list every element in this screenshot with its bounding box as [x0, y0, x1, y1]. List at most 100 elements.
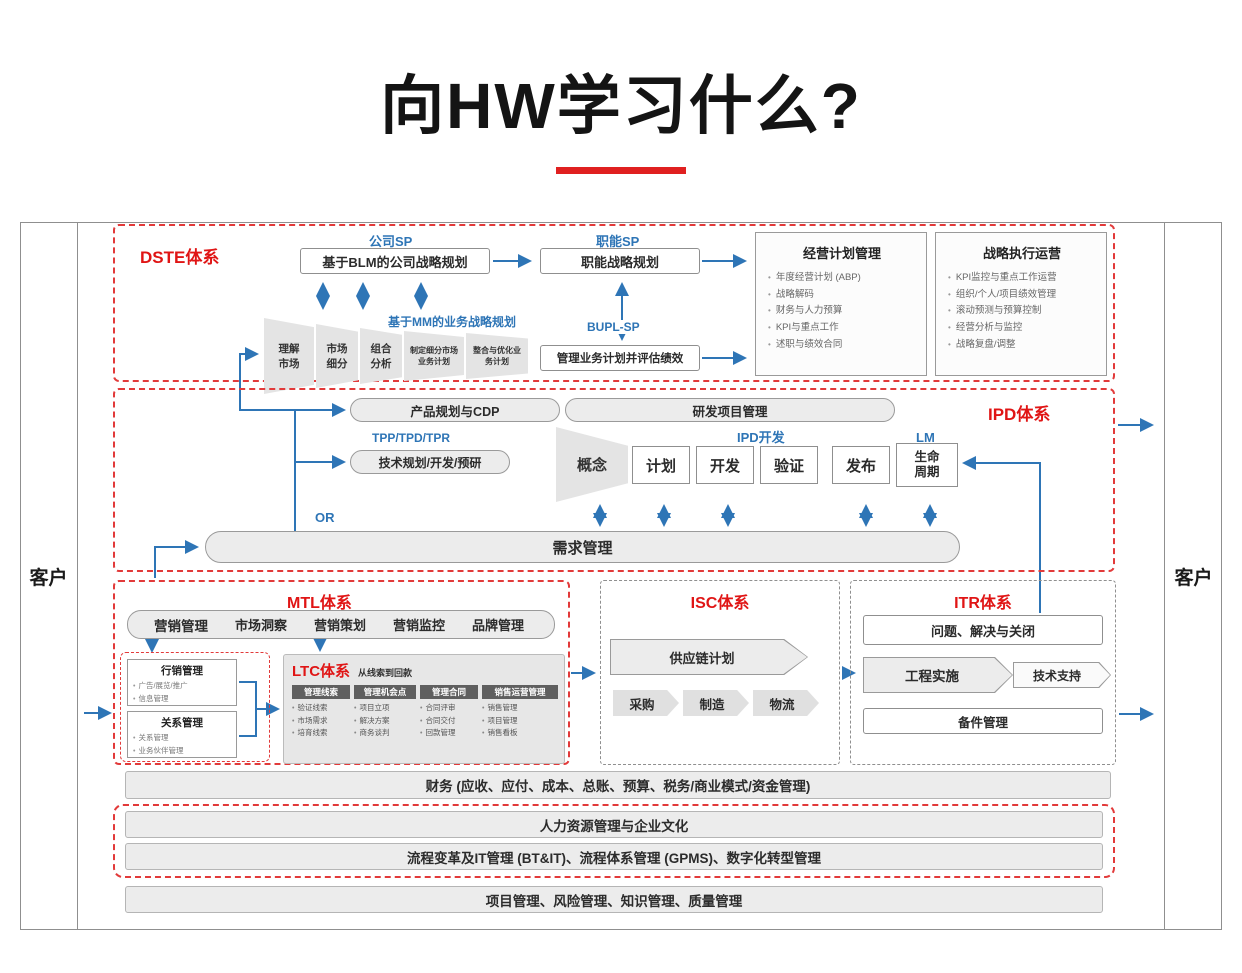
marketing-pill: 营销管理 市场洞察 营销策划 营销监控 品牌管理 [127, 610, 555, 639]
mtl-section [113, 580, 570, 765]
bupl-sp-label: BUPL-SP [584, 320, 643, 334]
spare-parts-box: 备件管理 [863, 708, 1103, 734]
engineering-arrow-fill [864, 658, 1012, 692]
stage-develop: 开发 [696, 446, 754, 484]
hr-bar: 人力资源管理与企业文化 [125, 811, 1103, 838]
title-underline [556, 167, 686, 174]
process-bar: 流程变革及IT管理 (BT&IT)、流程体系管理 (GPMS)、数字化转型管理 [125, 843, 1103, 870]
funnel-segment-segment-business-plan: 制定细分市场业务计划 [404, 331, 464, 381]
function-sp-label: 职能SP [596, 234, 640, 249]
bullet-item: 信息管理 [133, 693, 231, 706]
isc-label: ISC体系 [690, 595, 750, 612]
supply-plan-arrow-fill [611, 640, 807, 674]
function-strategy-box: 职能战略规划 [540, 248, 700, 274]
bullet-item: 项目立项 [354, 702, 416, 715]
ltc-panel: LTC体系 从线索到回款 管理线索 验证线索 市场需求 培育线索 管理机会点 项… [283, 654, 565, 764]
bullet-item: 业务伙伴管理 [133, 745, 231, 758]
company-sp-label: 公司SP [369, 234, 413, 249]
bullet-item: 回款管理 [420, 727, 478, 740]
manage-business-plan-box: 管理业务计划并评估绩效 [540, 345, 700, 371]
relation-mgmt-box: 关系管理 关系管理 业务伙伴管理 [127, 711, 237, 758]
ltc-columns: 管理线索 验证线索 市场需求 培育线索 管理机会点 项目立项 解决方案 商务谈判… [292, 685, 558, 740]
stage-release: 发布 [832, 446, 890, 484]
blm-strategy-box: 基于BLM的公司战略规划 [300, 248, 490, 274]
stage-lifecycle: 生命周期 [896, 443, 958, 487]
page-title: 向HW学习什么? [380, 70, 862, 142]
finance-bar: 财务 (应收、应付、成本、总账、预算、税务/商业模式/资金管理) [125, 771, 1111, 799]
chain-step-manufacturing: 制造 [683, 690, 749, 716]
bullet-item: 年度经营计划 (ABP) [768, 270, 916, 287]
bullet-item: 验证线索 [292, 702, 350, 715]
supply-plan-arrow: 供应链计划 [610, 639, 808, 675]
ltc-subtitle: 从线索到回款 [358, 668, 413, 678]
customer-right-label: 客户 [1174, 567, 1213, 589]
marketing-title: 营销管理 [154, 618, 208, 634]
marketing-item: 营销策划 [313, 618, 366, 633]
support-arrow: 技术支持 [1013, 662, 1111, 688]
bullet-item: 解决方案 [354, 715, 416, 728]
dste-label: DSTE体系 [140, 248, 220, 267]
bullet-item: 培育线索 [292, 727, 350, 740]
bullet-item: 合同评审 [420, 702, 478, 715]
bullet-item: 销售管理 [482, 702, 558, 715]
customer-right-column: 客户 [1164, 222, 1222, 930]
ltc-column-header: 管理线索 [292, 685, 350, 699]
project-bar: 项目管理、风险管理、知识管理、质量管理 [125, 886, 1103, 913]
ltc-column-sales-ops: 销售运营管理 销售管理 项目管理 销售看板 [482, 685, 558, 740]
chain-step-logistics: 物流 [753, 690, 819, 716]
rd-project-pill: 研发项目管理 [565, 398, 895, 422]
relation-mgmt-title: 关系管理 [161, 717, 203, 729]
dste-section [113, 224, 1115, 382]
field-mgmt-title: 行销管理 [161, 665, 203, 677]
itr-section [850, 580, 1116, 765]
ipd-dev-label: IPD开发 [737, 430, 785, 445]
ltc-label: LTC体系 [292, 663, 351, 680]
bullet-item: 组织/个人/项目绩效管理 [948, 287, 1096, 304]
engineering-label: 工程实施 [905, 669, 959, 684]
ltc-column-header: 管理合同 [420, 685, 478, 699]
mtl-label: MTL体系 [287, 595, 352, 612]
funnel-segment-understand-market: 理解市场 [264, 318, 314, 394]
customer-left-label: 客户 [29, 567, 68, 589]
exec-ops-title: 战略执行运营 [982, 246, 1061, 261]
exec-ops-panel: 战略执行运营 KPI监控与重点工作运营 组织/个人/项目绩效管理 滚动预测与预算… [935, 232, 1107, 376]
marketing-item: 品牌管理 [471, 618, 524, 633]
field-mgmt-box: 行销管理 广告/展览/推广 信息管理 [127, 659, 237, 706]
ltc-column-contract: 管理合同 合同评审 合同交付 回款管理 [420, 685, 478, 740]
lm-label: LM [916, 430, 935, 445]
marketing-item: 营销监控 [392, 618, 445, 633]
ltc-column-header: 销售运营管理 [482, 685, 558, 699]
or-label: OR [312, 510, 338, 525]
marketing-item: 市场洞察 [234, 618, 287, 633]
bullet-item: KPI与重点工作 [768, 320, 916, 337]
bullet-item: 战略解码 [768, 287, 916, 304]
support-arrow-fill [1014, 663, 1110, 687]
chain-step-procurement: 采购 [613, 690, 679, 716]
exec-ops-list: KPI监控与重点工作运营 组织/个人/项目绩效管理 滚动预测与预算控制 经营分析… [948, 270, 1096, 353]
itr-label: ITR体系 [954, 595, 1012, 612]
isc-section [600, 580, 840, 765]
plan-mgmt-panel: 经营计划管理 年度经营计划 (ABP) 战略解码 财务与人力预算 KPI与重点工… [755, 232, 927, 376]
bullet-item: 经营分析与监控 [948, 320, 1096, 337]
ltc-column-header: 管理机会点 [354, 685, 416, 699]
stage-verify: 验证 [760, 446, 818, 484]
customer-left-column: 客户 [20, 222, 78, 930]
ipd-section [113, 388, 1115, 572]
ltc-column-opportunity: 管理机会点 项目立项 解决方案 商务谈判 [354, 685, 416, 740]
bullet-item: 销售看板 [482, 727, 558, 740]
product-cdp-pill: 产品规划与CDP [350, 398, 560, 422]
supply-plan-label: 供应链计划 [669, 650, 735, 666]
funnel-segment-portfolio-analysis: 组合分析 [360, 328, 402, 384]
field-mgmt-list: 广告/展览/推广 信息管理 [133, 680, 231, 705]
bullet-item: 关系管理 [133, 732, 231, 745]
bullet-item: 财务与人力预算 [768, 303, 916, 320]
ltc-header: LTC体系 从线索到回款 [292, 660, 556, 681]
stage-plan: 计划 [632, 446, 690, 484]
field-relation-group [120, 652, 270, 762]
mm-strategy-label: 基于MM的业务战略规划 [388, 315, 516, 329]
bullet-item: KPI监控与重点工作运营 [948, 270, 1096, 287]
ltc-column-leads: 管理线索 验证线索 市场需求 培育线索 [292, 685, 350, 740]
funnel-segment-integrate-optimize-plan: 整合与优化业务计划 [466, 333, 528, 379]
